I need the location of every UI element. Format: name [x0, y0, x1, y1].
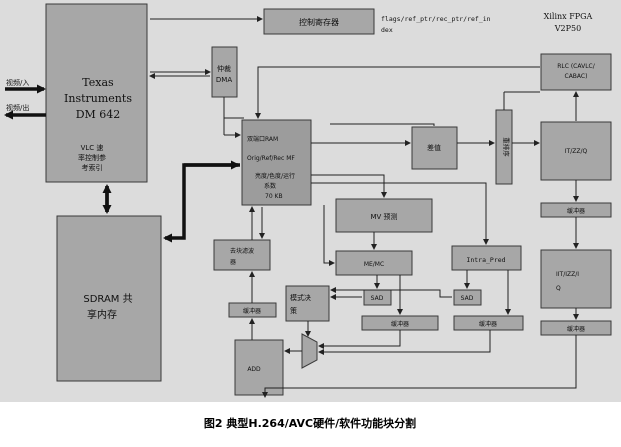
xilinx-label: Xilinx FPGA V2P50 [544, 12, 593, 33]
sdram-block: SDRAM 共 享内存 [56, 215, 162, 382]
svg-text:ADD: ADD [247, 366, 261, 373]
flags-annotation: flags/ref_ptr/rec_ptr/ref_in dex [381, 15, 491, 34]
svg-text:亮度/色度/运行: 亮度/色度/运行 [255, 172, 295, 180]
mv-predict-block: MV 预测 [335, 198, 433, 233]
svg-text:考索引: 考索引 [82, 163, 103, 172]
svg-text:享内存: 享内存 [87, 308, 117, 321]
buffer-block-deblock: 缓冲器 [228, 302, 277, 318]
multiplexer-shape [301, 333, 318, 369]
buffer-block-iit: 缓冲器 [540, 320, 612, 336]
difference-block: 差值 [411, 126, 458, 170]
svg-text:Q: Q [556, 285, 561, 292]
svg-text:缓冲器: 缓冲器 [567, 207, 585, 215]
svg-text:率控制参: 率控制参 [78, 153, 106, 162]
svg-text:IIT/IZZ/I: IIT/IZZ/I [556, 271, 579, 278]
svg-text:缓冲器: 缓冲器 [567, 325, 585, 333]
reorder-block: 重排序 [495, 109, 513, 185]
svg-text:70 KB: 70 KB [265, 193, 283, 200]
svg-text:重排序: 重排序 [502, 137, 511, 157]
svg-text:DMA: DMA [216, 76, 232, 84]
svg-text:控制寄存器: 控制寄存器 [299, 17, 339, 27]
svg-text:Xilinx FPGA: Xilinx FPGA [544, 12, 593, 21]
svg-text:ME/MC: ME/MC [364, 261, 384, 268]
dual-port-ram-block: 双端口RAM Orig/Ref/Rec MF 亮度/色度/运行 系数 70 KB [241, 119, 312, 206]
it-zz-q-block: IT/ZZ/Q [540, 121, 612, 181]
me-mc-block: ME/MC [335, 250, 413, 276]
svg-text:视频/出: 视频/出 [6, 103, 29, 112]
iit-izz-iq-block: IIT/IZZ/I Q [540, 249, 612, 309]
dm642-block: Texas Instruments DM 642 VLC 速 率控制参 考索引 [45, 3, 148, 183]
svg-text:SDRAM 共: SDRAM 共 [83, 293, 132, 305]
intra-pred-block: Intra_Pred [451, 245, 522, 271]
svg-text:Intra_Pred: Intra_Pred [466, 256, 505, 264]
svg-text:Orig/Ref/Rec MF: Orig/Ref/Rec MF [247, 155, 295, 162]
svg-text:缓冲器: 缓冲器 [243, 307, 261, 315]
svg-text:SAD: SAD [461, 295, 474, 302]
connector-lines [102, 16, 579, 398]
svg-text:RLC (CAVLC/: RLC (CAVLC/ [557, 63, 595, 70]
svg-text:V2P50: V2P50 [554, 24, 581, 33]
svg-text:Instruments: Instruments [64, 92, 132, 105]
svg-text:SAD: SAD [371, 295, 384, 302]
svg-text:策: 策 [290, 306, 297, 315]
svg-text:dex: dex [381, 26, 393, 34]
svg-text:DM 642: DM 642 [76, 108, 121, 121]
buffer-block-1: 缓冲器 [361, 315, 439, 331]
svg-text:视频/入: 视频/入 [6, 78, 29, 87]
svg-text:模式决: 模式决 [290, 293, 311, 302]
buffer-block-2: 缓冲器 [453, 315, 524, 331]
video-in-io: 视频/入 [5, 78, 46, 94]
svg-text:器: 器 [230, 259, 236, 266]
svg-text:仲裁: 仲裁 [217, 64, 231, 73]
svg-text:系数: 系数 [264, 182, 276, 190]
sad-block-1: SAD [363, 289, 392, 306]
add-block: ADD [234, 339, 284, 396]
video-out-io: 视频/出 [4, 103, 46, 120]
buffer-block-right-top: 缓冲器 [540, 202, 612, 218]
svg-text:差值: 差值 [427, 143, 441, 152]
svg-text:Texas: Texas [82, 76, 114, 89]
dma-block: 仲裁 DMA [211, 46, 238, 98]
svg-text:IT/ZZ/Q: IT/ZZ/Q [565, 148, 588, 155]
sad-block-2: SAD [453, 289, 482, 306]
figure-caption: 图2 典型H.264/AVC硬件/软件功能块分割 [204, 416, 416, 430]
rlc-block: RLC (CAVLC/ CABAC) [540, 53, 612, 91]
svg-text:缓冲器: 缓冲器 [479, 320, 497, 328]
svg-text:flags/ref_ptr/rec_ptr/ref_in: flags/ref_ptr/rec_ptr/ref_in [381, 15, 491, 23]
control-register-block: 控制寄存器 [263, 8, 375, 35]
svg-text:去块滤波: 去块滤波 [230, 247, 254, 255]
mode-decision-block: 模式决 策 [285, 285, 330, 322]
svg-text:CABAC): CABAC) [565, 73, 588, 80]
svg-text:VLC 速: VLC 速 [81, 144, 104, 152]
deblocking-filter-block: 去块滤波 器 [213, 239, 271, 271]
svg-text:双端口RAM: 双端口RAM [247, 135, 278, 143]
svg-text:MV 预测: MV 预测 [370, 212, 397, 221]
svg-text:缓冲器: 缓冲器 [391, 320, 409, 328]
